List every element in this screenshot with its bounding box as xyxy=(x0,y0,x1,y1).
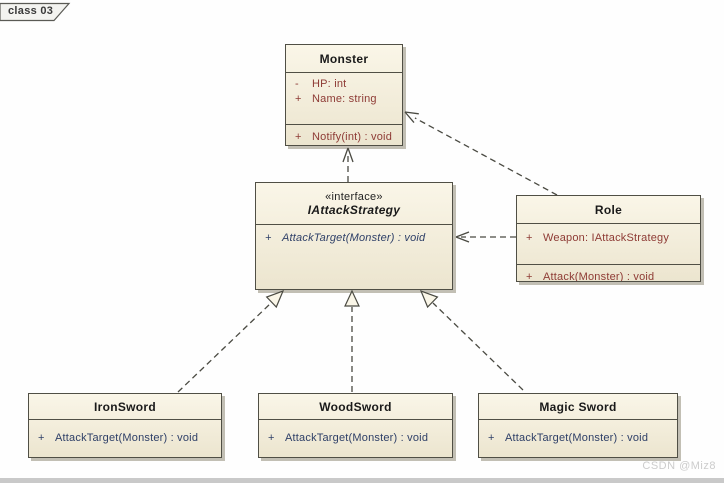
methods-compartment: + Notify(int) : void xyxy=(286,124,402,145)
method-text: AttackTarget(Monster) : void xyxy=(282,232,426,244)
method-text: AttackTarget(Monster) : void xyxy=(55,432,199,444)
attributes-compartment: - HP: int + Name: string xyxy=(286,72,402,124)
class-box-woodsword[interactable]: WoodSword + AttackTarget(Monster) : void xyxy=(258,393,453,458)
attribute-text: Name: string xyxy=(312,93,377,105)
watermark-text: CSDN @Miz8 xyxy=(642,460,716,472)
bottom-edge-strip xyxy=(0,478,724,483)
interface-title: «interface» IAttackStrategy xyxy=(256,183,452,224)
class-box-monster[interactable]: Monster - HP: int + Name: string + Notif… xyxy=(285,44,403,146)
class-title: Role xyxy=(594,202,623,217)
realization-arrow-woodsword-to-strategy xyxy=(344,289,360,392)
frame-label-text: class 03 xyxy=(8,5,54,17)
realization-arrow-magicsword-to-strategy xyxy=(419,289,524,391)
realization-arrow-ironsword-to-strategy xyxy=(177,289,285,393)
class-box-ironsword[interactable]: IronSword + AttackTarget(Monster) : void xyxy=(28,393,222,458)
methods-compartment: + AttackTarget(Monster) : void xyxy=(256,224,452,289)
method-row: + AttackTarget(Monster) : void xyxy=(479,431,677,446)
method-text: AttackTarget(Monster) : void xyxy=(285,432,429,444)
attributes-compartment: + Weapon: IAttackStrategy xyxy=(517,223,700,264)
method-row: + Notify(int) : void xyxy=(286,130,402,145)
method-row: + AttackTarget(Monster) : void xyxy=(29,431,221,446)
dependency-arrow-role-to-strategy xyxy=(455,231,516,243)
methods-compartment: + AttackTarget(Monster) : void xyxy=(479,419,677,457)
visibility-symbol: + xyxy=(268,432,275,444)
class-box-role[interactable]: Role + Weapon: IAttackStrategy + Attack(… xyxy=(516,195,701,282)
class-title: IronSword xyxy=(93,399,157,414)
frame-tab-shape xyxy=(0,2,71,22)
attribute-row: - HP: int xyxy=(286,77,402,92)
attribute-text: HP: int xyxy=(312,78,347,90)
stereotype-label: «interface» xyxy=(325,190,383,203)
visibility-symbol: - xyxy=(295,78,299,90)
dependency-arrow-strategy-to-monster xyxy=(342,147,354,182)
class-box-magicsword[interactable]: Magic Sword + AttackTarget(Monster) : vo… xyxy=(478,393,678,458)
attribute-row: + Weapon: IAttackStrategy xyxy=(517,231,700,246)
visibility-symbol: + xyxy=(526,232,533,244)
methods-compartment: + Attack(Monster) : void xyxy=(517,264,700,281)
attribute-text: Weapon: IAttackStrategy xyxy=(543,232,670,244)
methods-compartment: + AttackTarget(Monster) : void xyxy=(259,419,452,457)
method-text: Notify(int) : void xyxy=(312,131,393,143)
class-title: Magic Sword xyxy=(539,399,617,414)
methods-compartment: + AttackTarget(Monster) : void xyxy=(29,419,221,457)
visibility-symbol: + xyxy=(38,432,45,444)
interface-name: IAttackStrategy xyxy=(307,202,401,217)
visibility-symbol: + xyxy=(295,131,302,143)
interface-box-iattackstrategy[interactable]: «interface» IAttackStrategy + AttackTarg… xyxy=(255,182,453,290)
visibility-symbol: + xyxy=(488,432,495,444)
class-title: Monster xyxy=(319,51,369,66)
method-row: + AttackTarget(Monster) : void xyxy=(259,431,452,446)
method-text: Attack(Monster) : void xyxy=(543,271,655,281)
method-text: AttackTarget(Monster) : void xyxy=(505,432,649,444)
method-row: + Attack(Monster) : void xyxy=(517,270,700,281)
visibility-symbol: + xyxy=(526,271,533,281)
attribute-row: + Name: string xyxy=(286,92,402,107)
method-row: + AttackTarget(Monster) : void xyxy=(256,231,452,246)
visibility-symbol: + xyxy=(295,93,302,105)
visibility-symbol: + xyxy=(265,232,272,244)
class-title: WoodSword xyxy=(319,399,392,414)
